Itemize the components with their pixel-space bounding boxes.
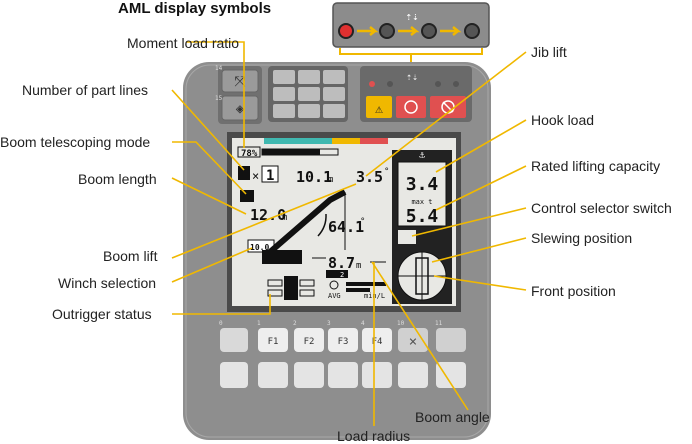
leader-jib-lift xyxy=(365,51,527,177)
leader-outrigger xyxy=(172,294,271,315)
leader-boom-angle xyxy=(371,261,469,411)
leader-moment-load-ratio xyxy=(186,41,245,148)
svg-text:0: 0 xyxy=(219,320,223,327)
svg-text:m: m xyxy=(282,213,287,223)
svg-text:F3: F3 xyxy=(338,337,349,347)
rated-capacity-value: 5.4 xyxy=(406,206,439,227)
aml-indicator-panel: ⇡⇣ ⚠ xyxy=(360,66,472,122)
svg-text:3: 3 xyxy=(327,320,331,327)
label-slewing-position: Slewing position xyxy=(531,230,633,246)
svg-text:2: 2 xyxy=(293,320,297,327)
key-f4 xyxy=(362,328,392,352)
key-f1 xyxy=(258,328,288,352)
leader-rated-capacity xyxy=(435,165,527,211)
leader-winch xyxy=(171,247,253,283)
svg-text:10: 10 xyxy=(397,320,405,327)
leader-hook-load xyxy=(435,119,527,173)
label-control-selector-switch: Control selector switch xyxy=(531,200,672,216)
aml-lamp xyxy=(379,23,395,39)
svg-text:⚠: ⚠ xyxy=(375,102,383,117)
svg-text:F2: F2 xyxy=(304,337,315,347)
boom-length-value: 12.0 xyxy=(250,206,286,224)
keypad: F1 F2 F3 F4 × 0 1 2 3 4 10 11 xyxy=(219,320,466,388)
warning-icon xyxy=(366,96,392,118)
right-display-column: ⚓ 3.4 max t 5.4 xyxy=(392,150,452,304)
top-value: 10.1 xyxy=(296,168,332,186)
label-boom-telescoping-mode: Boom telescoping mode xyxy=(0,134,151,150)
leader-front-position xyxy=(433,275,527,291)
label-outrigger-status: Outrigger status xyxy=(52,306,152,322)
svg-text:m: m xyxy=(328,175,333,185)
label-boom-angle: Boom angle xyxy=(415,409,490,425)
winch-value: 10.0 xyxy=(250,243,269,252)
aml-lamp xyxy=(464,23,480,39)
hook-load-value: 3.4 xyxy=(406,174,439,195)
svg-text:11: 11 xyxy=(435,320,443,327)
leader-slewing xyxy=(431,237,527,263)
svg-text:max t: max t xyxy=(411,198,432,206)
load-radius-value: 8.7 xyxy=(328,254,355,272)
svg-text:1: 1 xyxy=(257,320,261,327)
label-boom-lift: Boom lift xyxy=(103,248,158,264)
label-winch-selection: Winch selection xyxy=(58,275,157,291)
svg-text:◈: ◈ xyxy=(236,101,245,117)
part-lines-value: 1 xyxy=(266,168,274,184)
diagram-title: AML display symbols xyxy=(118,0,272,17)
label-number-of-part-lines: Number of part lines xyxy=(22,82,149,98)
gear-value: 2 xyxy=(340,271,344,279)
leader-boom-lift xyxy=(171,183,357,259)
svg-text:×: × xyxy=(252,169,259,183)
label-jib-lift: Jib lift xyxy=(531,44,567,60)
key-f2 xyxy=(294,328,324,352)
jib-angle-value: 3.5 xyxy=(356,168,383,186)
leader-telescoping xyxy=(172,141,247,195)
telescoping-mode-icon xyxy=(240,190,254,202)
svg-text:°: ° xyxy=(360,217,365,227)
avg-label: AVG xyxy=(328,292,341,300)
svg-text:F1: F1 xyxy=(268,337,279,347)
aml-lamp-red xyxy=(338,23,354,39)
moment-ratio-value: 78% xyxy=(241,149,258,159)
label-moment-load-ratio: Moment load ratio xyxy=(127,35,240,51)
svg-text:⇡⇣: ⇡⇣ xyxy=(406,72,418,83)
aml-lamp xyxy=(421,23,437,39)
svg-text:°: ° xyxy=(384,167,389,177)
svg-text:×: × xyxy=(409,334,417,350)
key-camera xyxy=(220,328,248,352)
jib-updown-icon: ⇡⇣ xyxy=(405,10,418,23)
label-rated-lifting-capacity: Rated lifting capacity xyxy=(531,158,661,174)
key-f3 xyxy=(328,328,358,352)
control-selector-icon xyxy=(398,230,416,244)
label-boom-length: Boom length xyxy=(78,171,157,187)
screen-content: 78% × 1 10.1 m 3.5 ° 12.0 m 10.0 64.1 ° … xyxy=(237,146,389,300)
label-front-position: Front position xyxy=(531,283,616,299)
top-middle-buttons xyxy=(268,66,348,122)
label-hook-load: Hook load xyxy=(531,112,595,128)
leader-control-selector xyxy=(411,207,527,237)
leader-part-lines xyxy=(171,89,245,171)
key-number-15: 15 xyxy=(215,95,223,102)
key-window xyxy=(436,328,466,352)
svg-text:⤧: ⤧ xyxy=(234,74,245,90)
svg-text:m: m xyxy=(356,261,361,271)
boom-angle-value: 64.1 xyxy=(328,218,364,236)
leader-boom-length xyxy=(171,177,247,215)
svg-text:4: 4 xyxy=(361,320,365,327)
svg-text:F4: F4 xyxy=(372,337,383,347)
top-left-buttons: ⤧ ◈ 14 15 xyxy=(215,65,262,124)
svg-text:⚓: ⚓ xyxy=(419,150,425,161)
key-number-14: 14 xyxy=(215,65,223,72)
label-load-radius: Load radius xyxy=(337,428,411,444)
aml-sequence-strip: ⇡⇣ xyxy=(332,2,490,72)
key-close xyxy=(398,328,428,352)
